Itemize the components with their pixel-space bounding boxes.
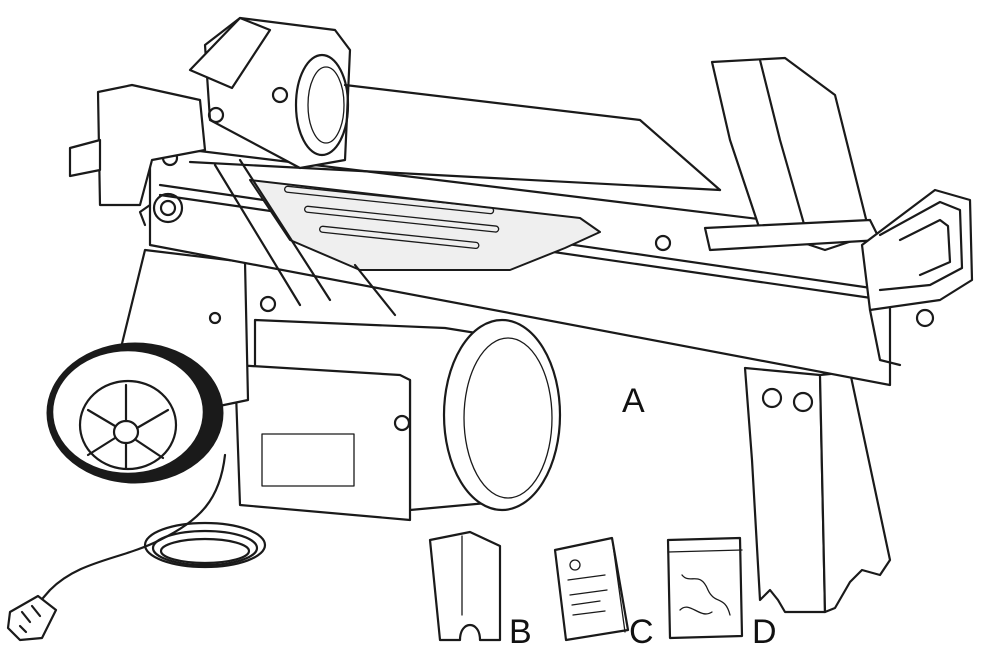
handle xyxy=(860,188,974,367)
left-end-assembly xyxy=(68,83,207,227)
splitting-wedge xyxy=(703,56,882,252)
wheel xyxy=(46,342,224,484)
support-strut xyxy=(213,158,397,317)
accessory-parts-bag xyxy=(666,536,744,640)
label-d: D xyxy=(752,613,777,648)
power-cord xyxy=(34,453,267,608)
label-a: A xyxy=(622,382,645,420)
motor xyxy=(233,318,562,522)
slotted-plate xyxy=(249,179,601,271)
label-b: B xyxy=(509,613,532,648)
rear-leg xyxy=(743,366,892,614)
label-c: C xyxy=(629,613,654,648)
ram-housing xyxy=(188,16,722,192)
accessory-manual xyxy=(553,536,630,642)
plug-icon xyxy=(6,594,58,642)
accessory-wedge-extension xyxy=(428,530,502,642)
